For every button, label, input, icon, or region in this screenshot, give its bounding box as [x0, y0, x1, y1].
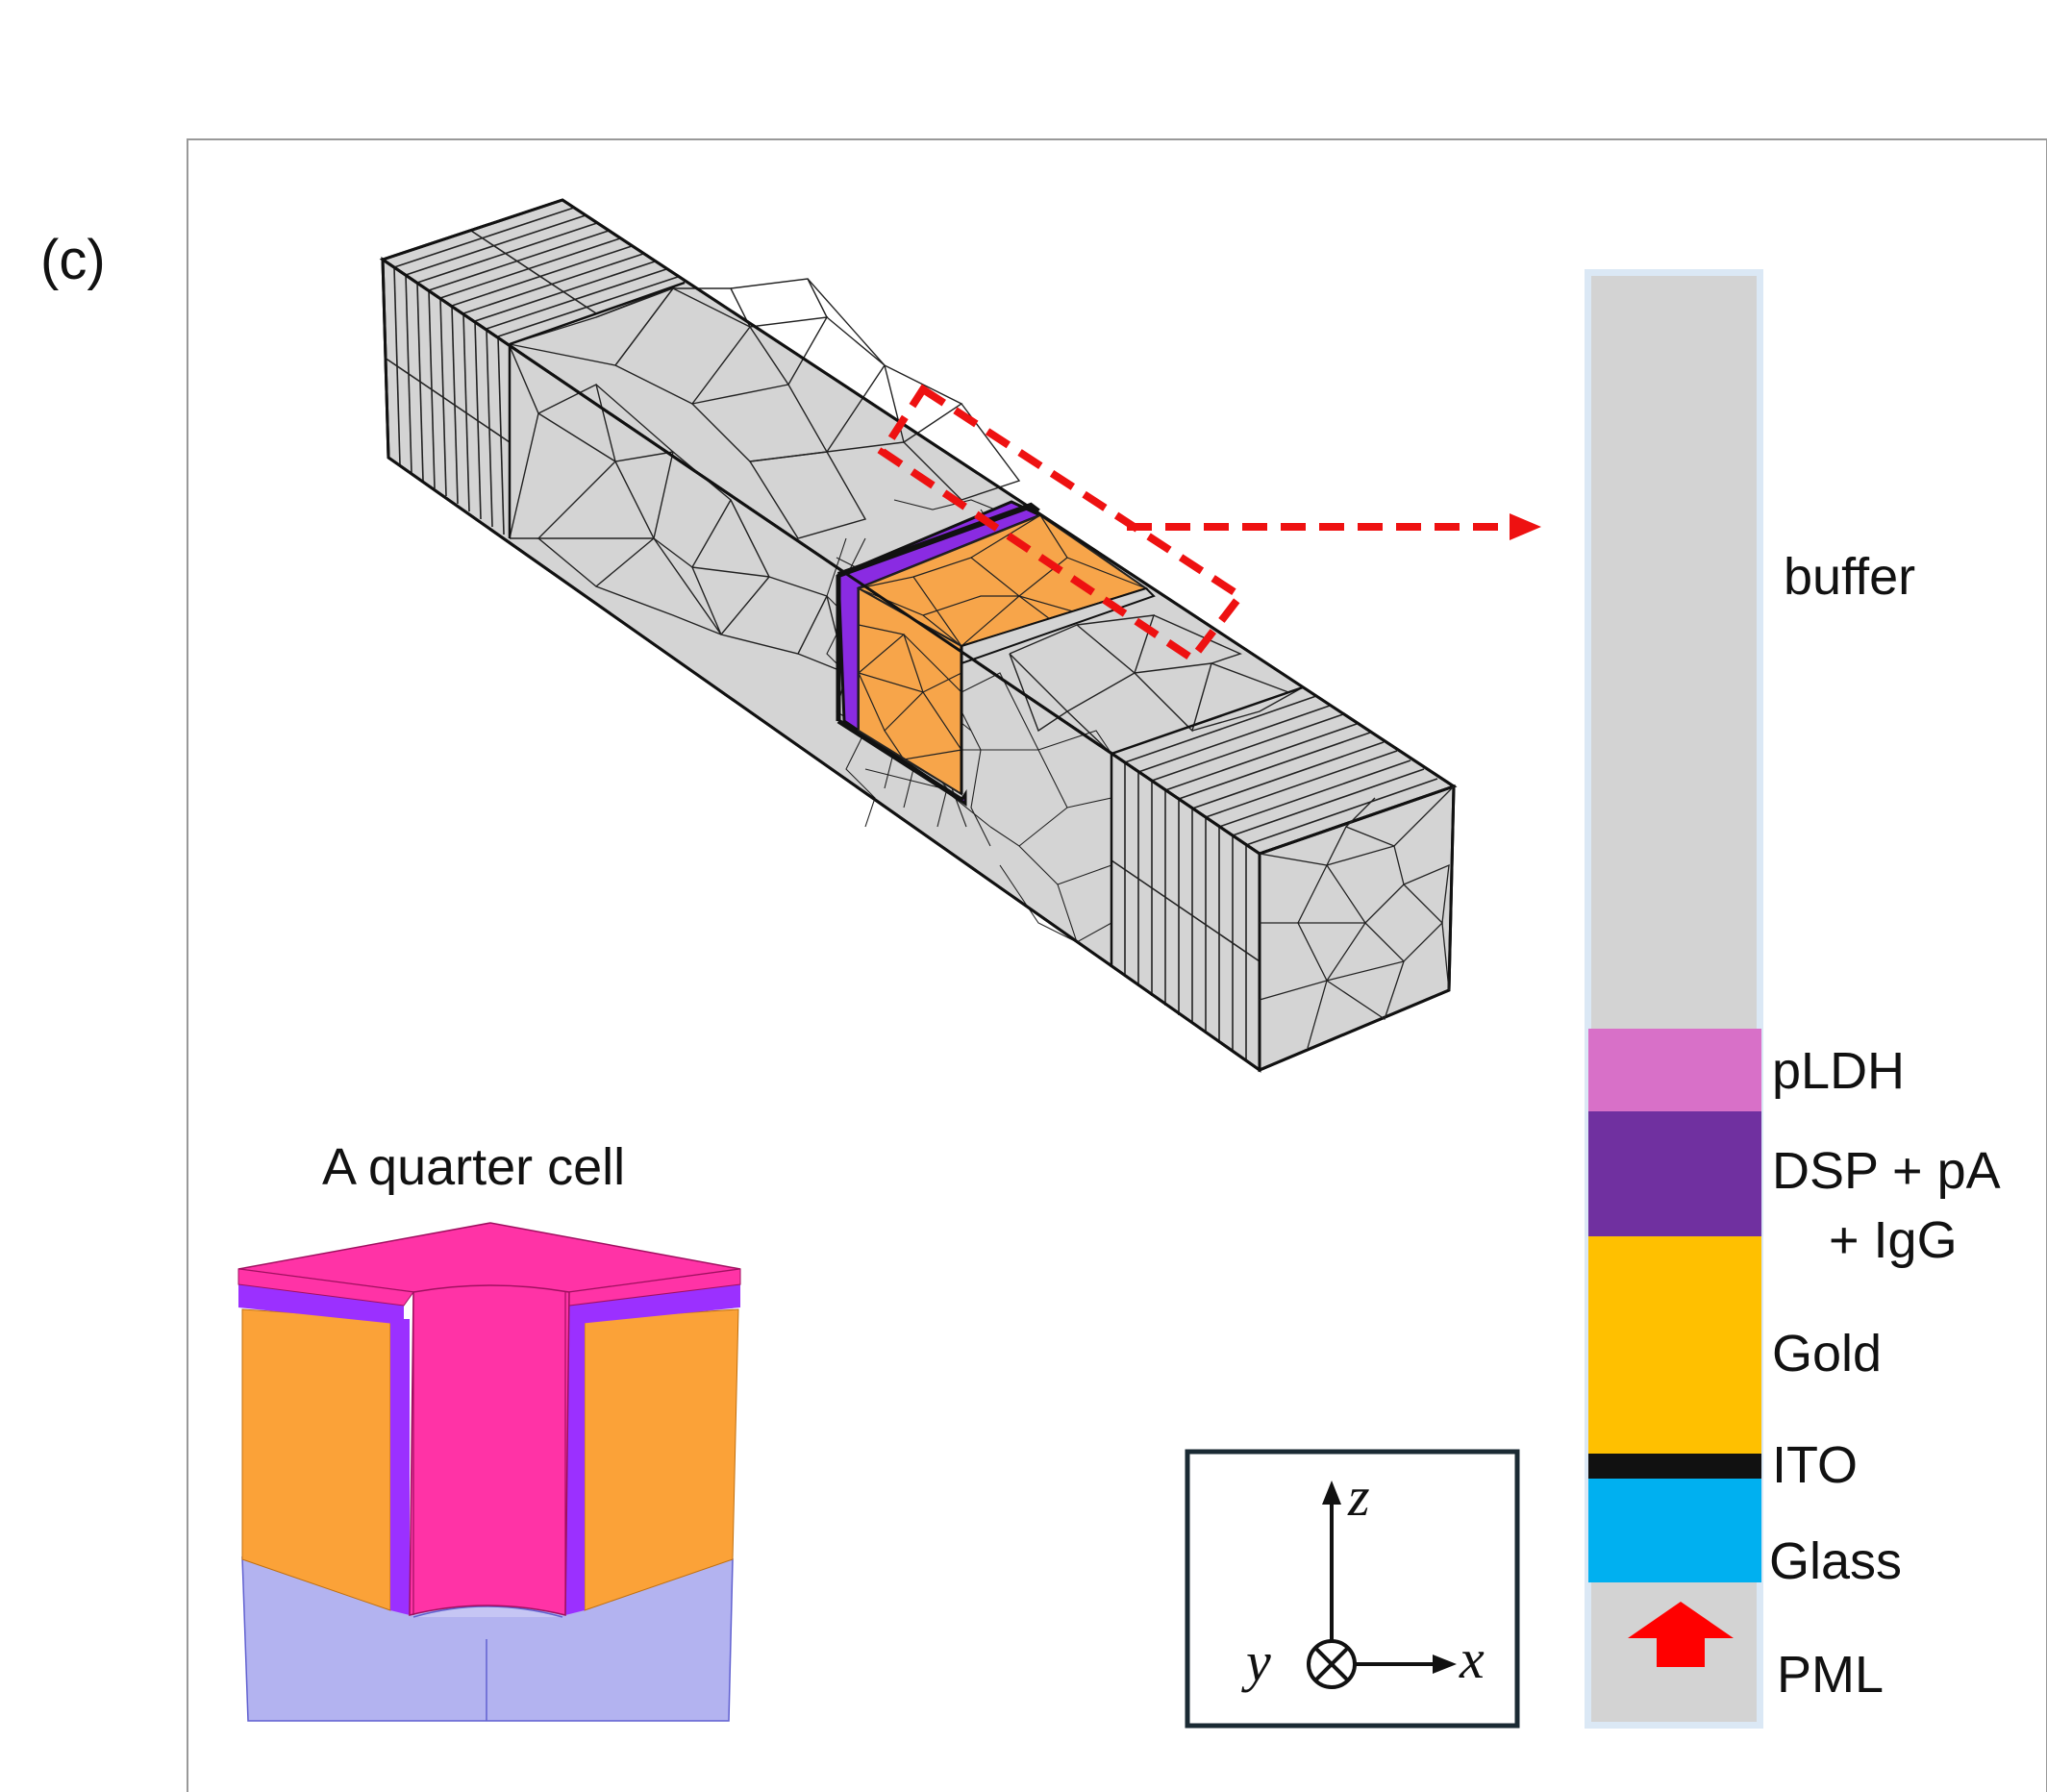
inset-purple-top-right — [569, 1284, 740, 1325]
mesh-triangles-front — [509, 345, 848, 675]
quarter-cell-inset — [237, 1222, 741, 1722]
inset-pldh-pillar — [409, 1284, 570, 1616]
label-pml: PML — [1777, 1646, 1884, 1704]
layer-buffer — [1591, 276, 1757, 1029]
label-buffer: buffer — [1784, 548, 1915, 606]
mesh-triangles-end — [1259, 785, 1455, 1049]
inset-gold-left — [241, 1308, 391, 1611]
label-glass: Glass — [1769, 1532, 1902, 1590]
incident-arrow-icon — [1628, 1602, 1734, 1667]
axis-legend-box — [1185, 1449, 1520, 1729]
label-gold: Gold — [1772, 1325, 1882, 1382]
label-ito: ITO — [1772, 1436, 1858, 1494]
layer-stack — [1585, 269, 1763, 1729]
axis-legend: z y x — [1185, 1449, 1520, 1729]
pml-stripes-top-left — [393, 207, 686, 345]
pml-stripes-right — [1111, 754, 1261, 1061]
pml-stripes-left — [384, 266, 511, 538]
label-pldh: pLDH — [1772, 1042, 1905, 1100]
layer-pldh — [1588, 1029, 1761, 1111]
inset-gold-right — [584, 1308, 739, 1611]
mesh-bar — [379, 198, 1458, 1073]
inset-purple-right — [565, 1319, 585, 1615]
x-axis-label: x — [1459, 1628, 1485, 1690]
callout-arrowhead — [1510, 513, 1541, 540]
inset-title: A quarter cell — [322, 1138, 625, 1196]
layer-gold — [1588, 1236, 1761, 1454]
label-dsp-line1: DSP + pA — [1772, 1142, 2001, 1200]
layer-glass — [1588, 1479, 1761, 1582]
inset-purple-top — [238, 1284, 404, 1325]
inset-purple-left — [390, 1319, 410, 1615]
label-dsp-line2: + IgG — [1829, 1211, 1958, 1269]
zoom-callout — [877, 384, 1541, 664]
layer-ito — [1588, 1454, 1761, 1479]
z-axis-label: z — [1347, 1465, 1370, 1528]
panel-label: (c) — [40, 229, 106, 291]
layer-dsp — [1588, 1111, 1761, 1236]
cavity-region — [836, 500, 1156, 807]
cavity-black-rim — [836, 502, 1040, 578]
y-axis-label: y — [1241, 1630, 1271, 1693]
inset-pldh-top-edge — [237, 1268, 414, 1307]
